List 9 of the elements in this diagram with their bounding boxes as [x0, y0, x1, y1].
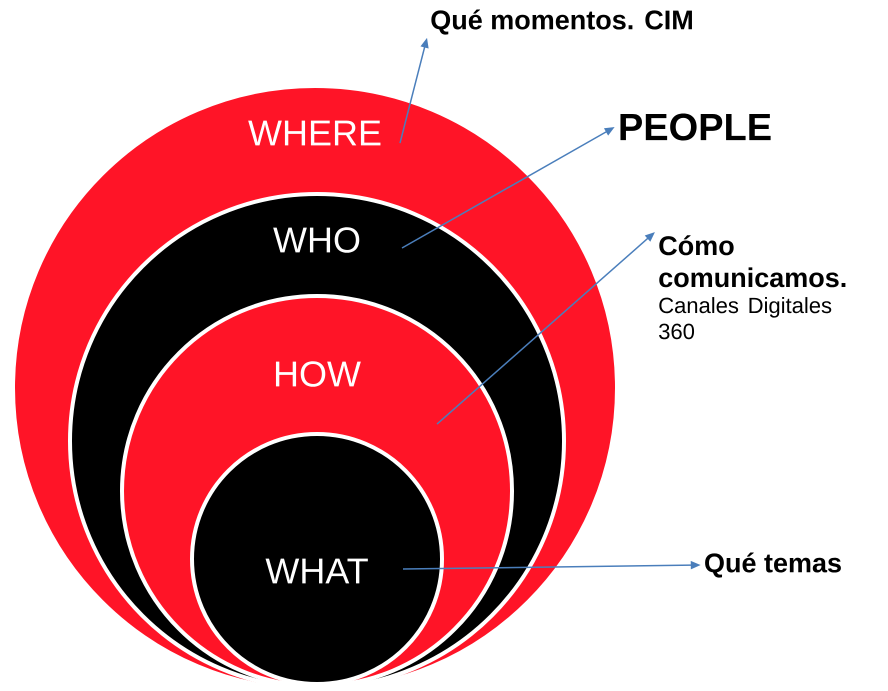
circle-label: HOW — [276, 361, 361, 387]
annotation-text: Qué momentos. CIM — [431, 9, 692, 35]
circle-label: WHO — [273, 227, 360, 253]
annotation-text: Cómo comunicamos. Canales Digitales 360 — [659, 235, 846, 340]
annotation-text: Qué temas — [705, 552, 841, 578]
annotation-text: PEOPLE — [620, 114, 771, 140]
circle-label: WHAT — [266, 558, 368, 584]
circle-label: WHERE — [248, 120, 380, 146]
circle — [190, 432, 444, 686]
